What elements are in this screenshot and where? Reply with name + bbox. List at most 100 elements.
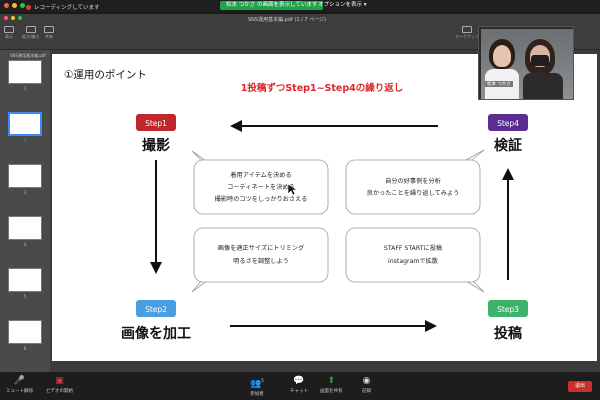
arrowhead-down (150, 262, 162, 274)
page-number-6: 6 (23, 346, 27, 351)
bubble3-line2: 明るさを調整しよう (233, 257, 289, 265)
cycle-arrows (150, 120, 514, 332)
participant-video[interactable]: 松本 つかさ (478, 26, 574, 100)
bubble3-line1: 画像を適正サイズにトリミング (218, 244, 304, 252)
participants-button[interactable]: 👥5 参加者 (250, 376, 264, 397)
share-status-pill[interactable]: 松本 つかさ の画面を表示しています (220, 1, 324, 10)
share-label: 共有 (45, 34, 53, 39)
options-dropdown[interactable]: オプションを表示 ▾ (318, 2, 367, 8)
page-thumbnail-3[interactable] (8, 164, 42, 188)
step1-tag: Step1 (145, 119, 167, 128)
bubble1-line3: 撮影時のコツをしっかりおさえる (215, 195, 308, 203)
app-zoom-icon[interactable] (18, 16, 22, 20)
mute-button[interactable]: 🎤ミュート解除 (6, 376, 33, 394)
sidebar-view-icon (4, 26, 14, 33)
page-thumbnail-4[interactable] (8, 216, 42, 240)
bubble-texts: 着用アイテムを決める コーディネートを決める 撮影時のコツをしっかりおさえる 自… (215, 171, 460, 265)
microphone-muted-icon: 🎤 (13, 376, 26, 386)
bubble1-tail (191, 150, 208, 162)
bubble-2 (345, 159, 481, 215)
page-thumbnail-5[interactable] (8, 268, 42, 292)
person-right-body (523, 73, 563, 99)
arrowhead-left (230, 120, 242, 132)
zoom-icon (25, 26, 36, 33)
video-feed: 松本 つかさ (481, 29, 573, 99)
chat-label: チャット (290, 389, 308, 394)
share-screen-button[interactable]: ⬆ 画面を共有 (320, 376, 343, 394)
zoom-window-icon[interactable] (20, 3, 25, 8)
page-thumbnail-6[interactable] (8, 320, 42, 344)
step2-badge (136, 300, 176, 317)
close-window-icon[interactable] (4, 3, 9, 8)
view-button[interactable]: 表示 (4, 26, 14, 40)
bubble4-line1: STAFF STARTに投稿 (384, 244, 442, 252)
zoom-label: 拡大/縮小 (22, 34, 40, 39)
app-minimize-icon[interactable] (11, 16, 15, 20)
slide-subtitle: 1投稿ずつStep1~Step4の繰り返し (241, 82, 404, 94)
participants-label: 参加者 (250, 392, 264, 397)
view-label: 表示 (5, 34, 13, 39)
markup-pen-icon (462, 26, 472, 33)
thumbnail-sidebar: SNS運用基本編.pdf 1 2 3 4 5 6 (0, 50, 50, 372)
video-label: ビデオの開始 (46, 389, 73, 394)
bubble1-line1: 着用アイテムを決める (230, 171, 291, 179)
markup-button[interactable]: マークアップ (455, 26, 479, 40)
page-number-2: 2 (23, 138, 27, 143)
window-controls (4, 3, 25, 8)
person-left-face (493, 45, 511, 67)
page-thumbnail-1[interactable] (8, 60, 42, 84)
step4-tag: Step4 (497, 119, 519, 128)
step4-badge (488, 114, 528, 131)
bubble2-tail (464, 149, 485, 161)
speech-bubbles (191, 149, 485, 293)
share-icon (44, 26, 54, 33)
bubble-4 (345, 227, 481, 283)
page-number-5: 5 (23, 294, 27, 299)
bubble-1 (193, 159, 329, 215)
bubble-3 (193, 227, 329, 283)
bubble4-line2: instagramで拡散 (388, 257, 438, 265)
step3-badge (488, 300, 528, 317)
share-button[interactable]: 共有 (44, 26, 54, 40)
participants-count: 5 (261, 378, 264, 383)
zoom-top-bar: レコーディングしています 松本 つかさ の画面を表示しています オプションを表示… (0, 0, 600, 12)
recording-label: レコーディングしています (34, 5, 100, 11)
sidebar-title: SNS運用基本編.pdf (10, 53, 46, 58)
minimize-window-icon[interactable] (12, 3, 17, 8)
step4-label: 検証 (494, 137, 522, 154)
app-close-icon[interactable] (4, 16, 8, 20)
chat-icon: 💬 (293, 376, 305, 386)
options-label: オプションを表示 (318, 2, 363, 8)
record-button[interactable]: ◉ 記録 (362, 376, 371, 394)
arrowhead-right (425, 320, 437, 332)
bubble1-line2: コーディネートを決める (227, 183, 295, 191)
markup-label: マークアップ (455, 34, 479, 39)
step3-label: 投稿 (494, 325, 522, 342)
chat-button[interactable]: 💬 チャット (290, 376, 308, 394)
step2-tag: Step2 (145, 305, 167, 314)
step1-label: 撮影 (142, 137, 170, 154)
video-button[interactable]: ▣ ビデオの開始 (46, 376, 73, 394)
end-meeting-button[interactable]: 退出 (568, 381, 592, 392)
zoom-button[interactable]: 拡大/縮小 (22, 26, 39, 40)
record-icon: ◉ (362, 376, 371, 386)
share-screen-label: 画面を共有 (320, 389, 343, 394)
slide-page: ①運用のポイント 1投稿ずつStep1~Step4の繰り返し Step1 撮影 … (52, 54, 597, 361)
zoom-bottom-bar: 🎤ミュート解除 ▣ ビデオの開始 👥5 参加者 💬 チャット ⬆ 画面を共有 ◉ 記録 退… (0, 372, 600, 400)
record-label: 記録 (362, 389, 371, 394)
share-screen-icon: ⬆ (327, 376, 336, 386)
page-number-1: 1 (23, 86, 27, 91)
camera-off-icon: ▣ (55, 376, 64, 386)
page-number-3: 3 (23, 190, 27, 195)
pdf-filename: SNS運用基本編.pdf (1 / 7 ページ) (248, 17, 326, 23)
bubble2-line2: 良かったことを繰り返してみよう (367, 189, 460, 197)
page-number-4: 4 (23, 242, 27, 247)
face-mask (531, 55, 549, 66)
participants-icon: 👥5 (250, 378, 264, 389)
recording-indicator: レコーディングしています (26, 3, 99, 11)
step2-label: 画像を加工 (121, 325, 191, 342)
video-name-label: 松本 つかさ (485, 81, 513, 87)
page-thumbnail-2[interactable] (8, 112, 42, 136)
recording-dot-icon (26, 4, 31, 10)
slide-heading: ①運用のポイント (64, 69, 147, 81)
